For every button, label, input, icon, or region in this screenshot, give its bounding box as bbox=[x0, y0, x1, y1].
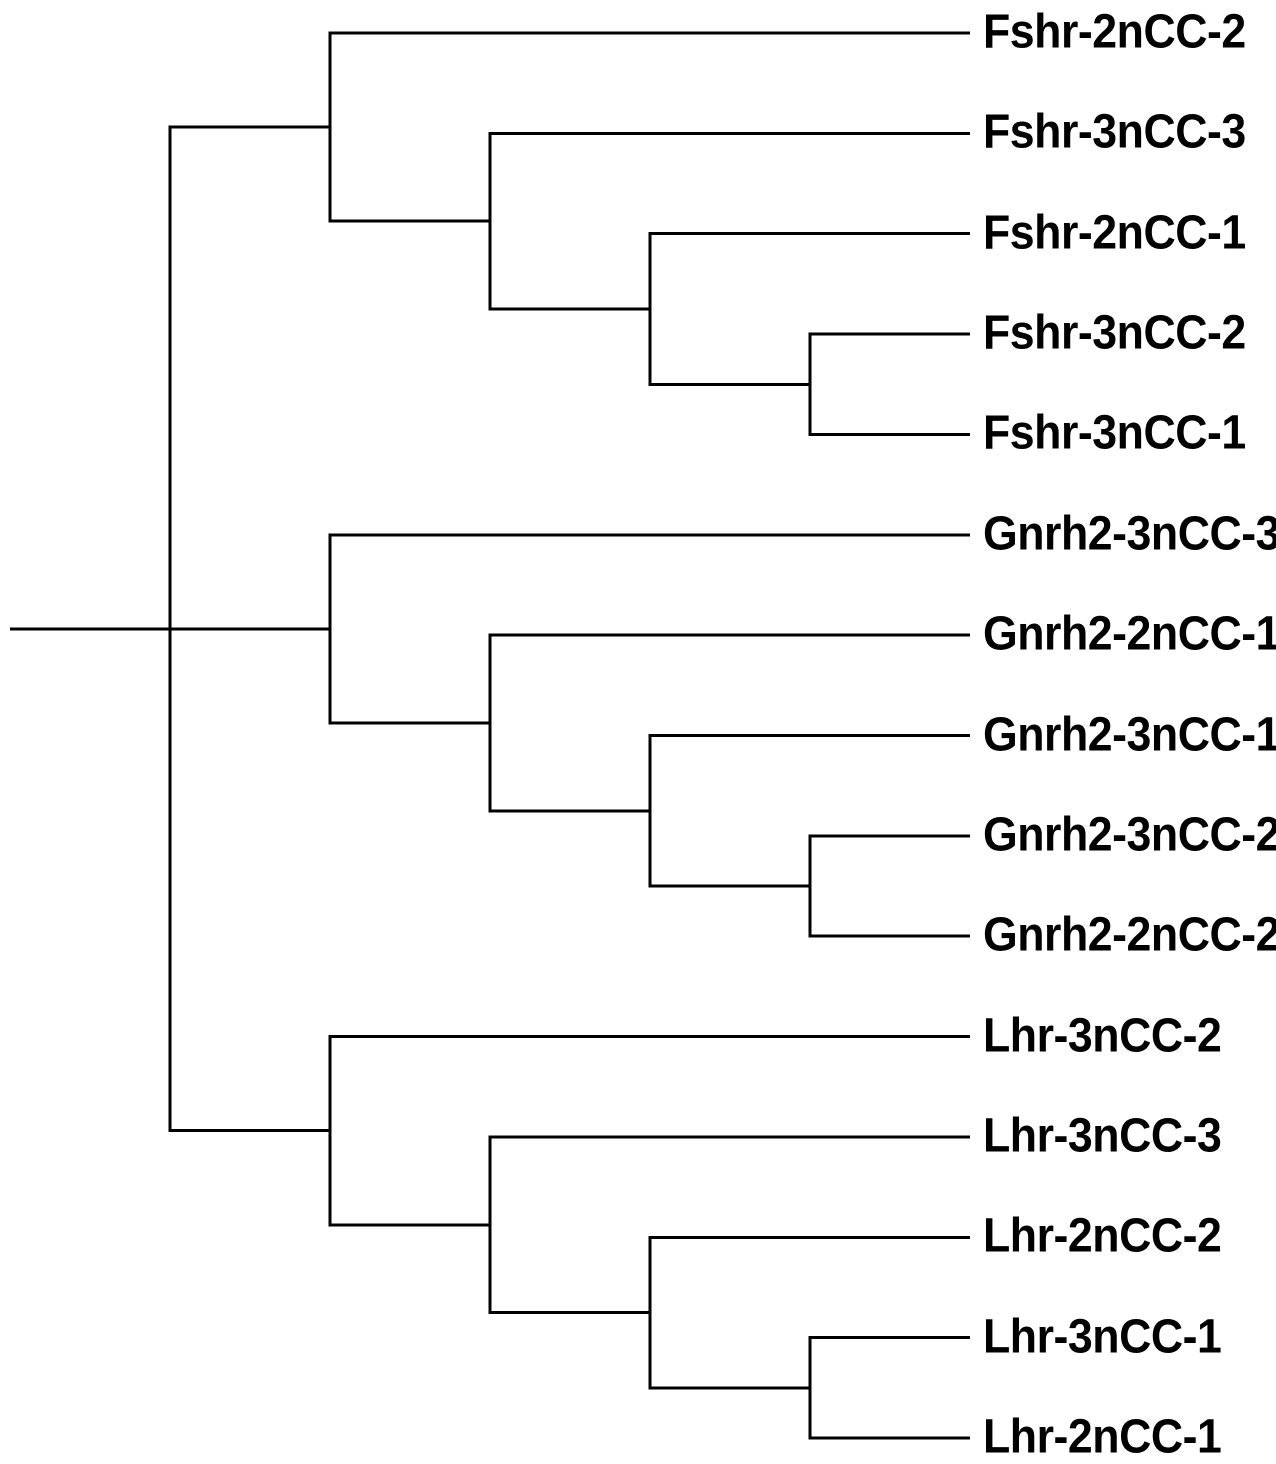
leaf-label: Fshr-3nCC-1 bbox=[983, 406, 1246, 460]
leaf-label: Lhr-3nCC-2 bbox=[983, 1008, 1222, 1062]
leaf-label: Gnrh2-2nCC-2 bbox=[983, 908, 1276, 962]
leaf-label: Lhr-2nCC-1 bbox=[983, 1410, 1222, 1464]
leaf-label: Gnrh2-2nCC-1 bbox=[983, 607, 1276, 661]
leaf-label: Gnrh2-3nCC-3 bbox=[983, 507, 1276, 561]
leaf-label: Fshr-3nCC-2 bbox=[983, 306, 1246, 360]
leaf-label: Fshr-3nCC-3 bbox=[983, 105, 1246, 159]
leaf-label: Lhr-3nCC-1 bbox=[983, 1310, 1222, 1364]
leaf-label: Lhr-2nCC-2 bbox=[983, 1209, 1222, 1263]
leaf-label: Fshr-2nCC-1 bbox=[983, 206, 1246, 260]
leaf-label: Lhr-3nCC-3 bbox=[983, 1109, 1222, 1163]
leaf-label: Fshr-2nCC-2 bbox=[983, 5, 1246, 59]
leaf-label: Gnrh2-3nCC-2 bbox=[983, 808, 1276, 862]
leaf-label: Gnrh2-3nCC-1 bbox=[983, 707, 1276, 761]
